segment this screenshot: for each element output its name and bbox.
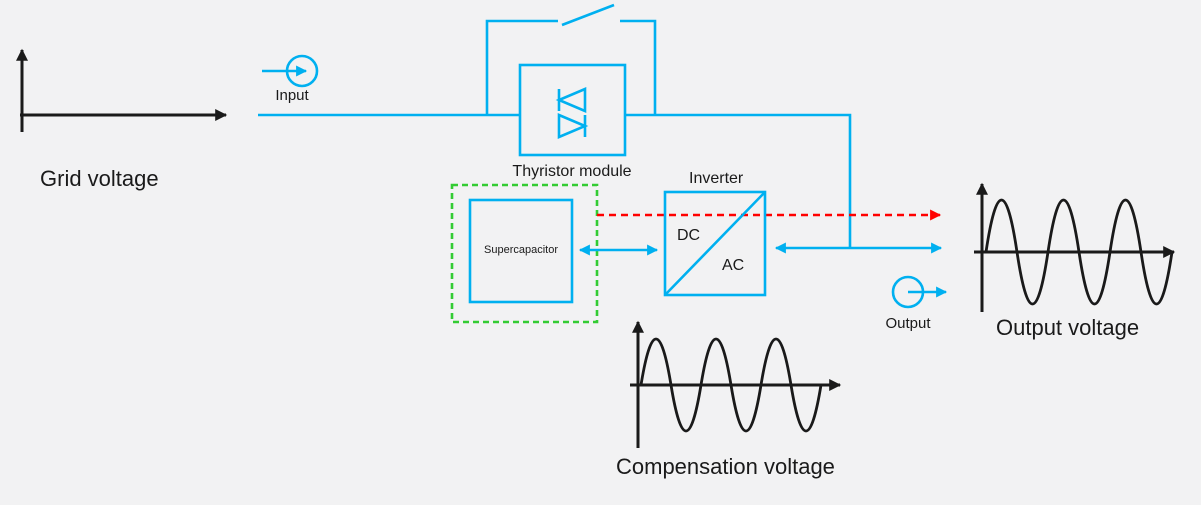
input-circle-icon [285, 54, 319, 88]
thyristor-icon-top [555, 87, 587, 113]
thyristor-icon-bottom [557, 113, 589, 139]
input-flow-icon [262, 54, 319, 88]
bypass-right-segment [620, 19, 657, 115]
compensation-voltage-label: Compensation voltage [616, 454, 835, 479]
supercapacitor-label: Supercapacitor [484, 244, 558, 256]
output-voltage-waveform [974, 182, 1176, 312]
bypass-switch-icon [561, 3, 615, 27]
compensation-voltage-sine [639, 337, 823, 433]
inverter-label: Inverter [689, 170, 744, 187]
inverter-box [663, 190, 767, 297]
bypass-left-segment [485, 19, 558, 115]
thyristor-module-symbol [518, 63, 627, 157]
output-flow-icon [891, 275, 948, 309]
compensation-voltage-waveform [630, 320, 842, 448]
grid-voltage-label: Grid voltage [40, 166, 159, 191]
thyristor-module-box [518, 63, 627, 157]
output-label: Output [885, 315, 931, 332]
input-label: Input [275, 87, 309, 104]
inverter-diagonal [664, 191, 766, 296]
output-voltage-label: Output voltage [996, 315, 1140, 340]
inverter-symbol [663, 190, 767, 297]
supercapacitor-box [468, 198, 574, 304]
thyristor-module-label: Thyristor module [512, 163, 632, 180]
output-circle-icon [891, 275, 925, 309]
grid-voltage-axes [16, 48, 228, 132]
bypass-branch [485, 3, 657, 115]
inverter-ac-label: AC [722, 257, 745, 274]
output-voltage-sine [984, 198, 1174, 306]
inverter-dc-label: DC [677, 227, 701, 244]
main-power-line [258, 113, 852, 248]
